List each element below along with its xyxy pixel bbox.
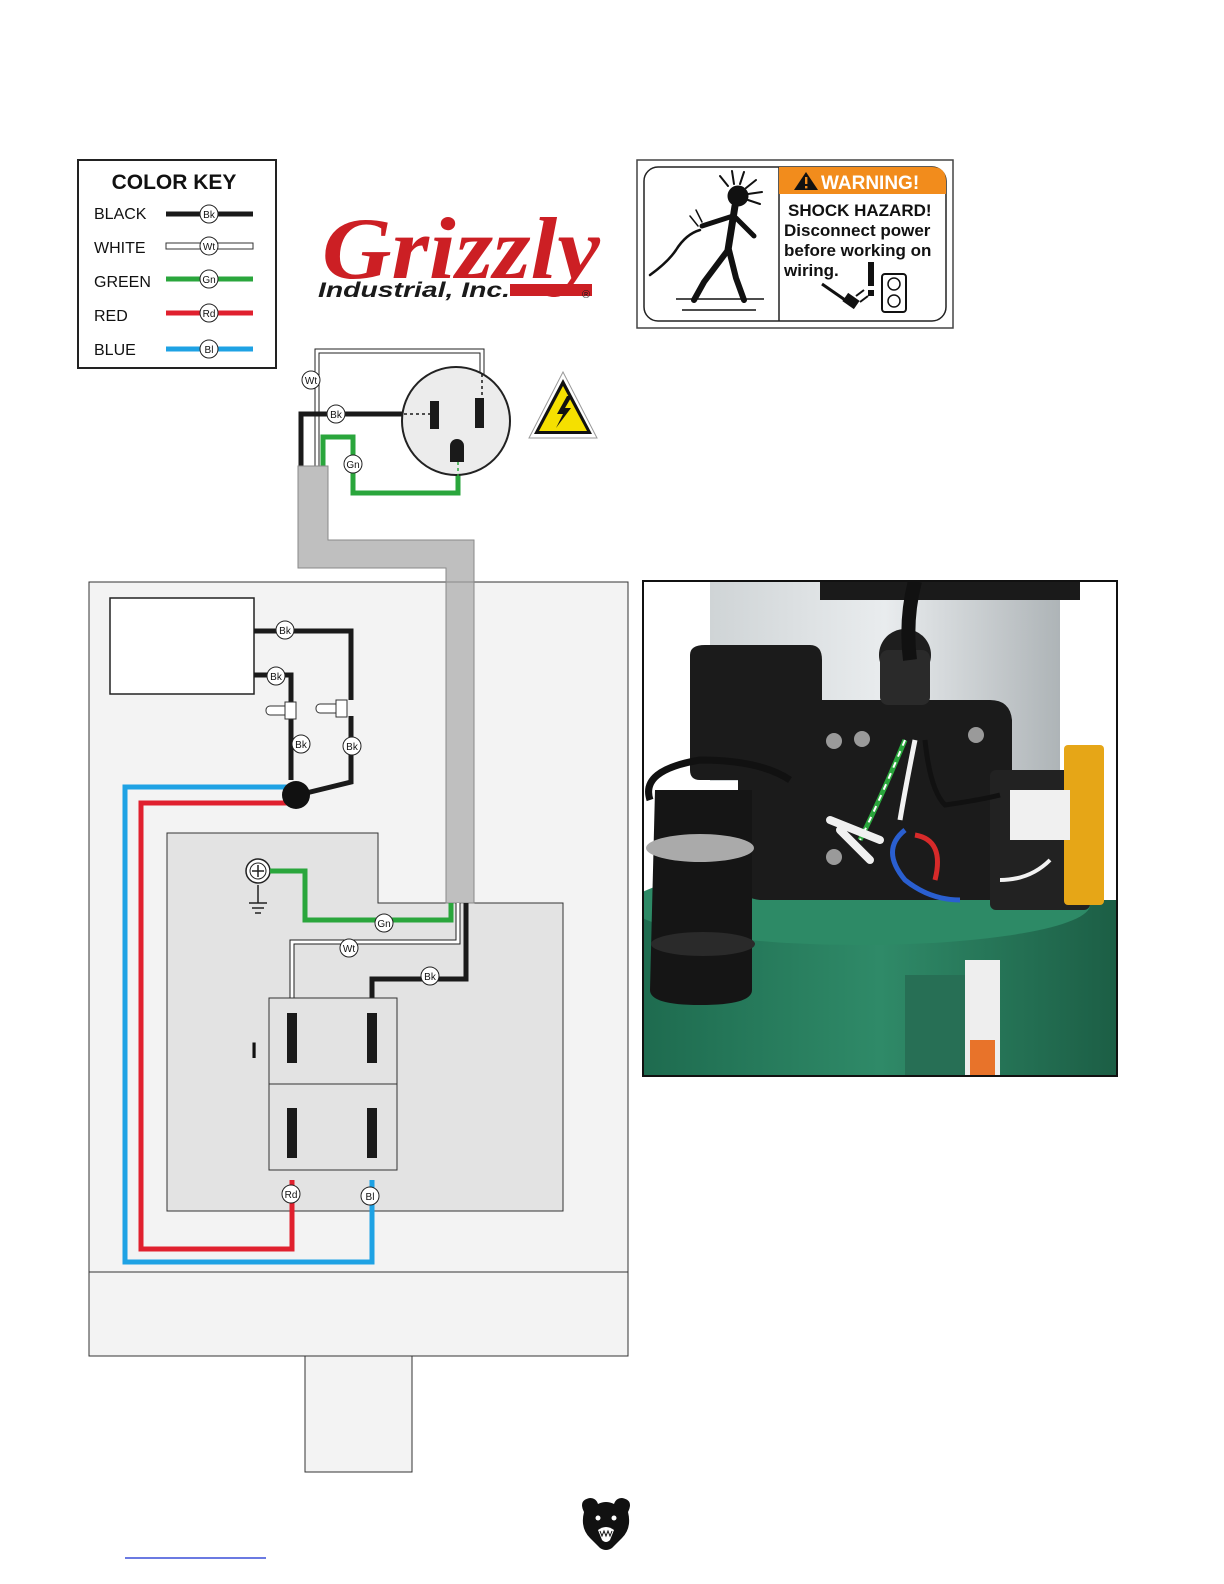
wire-tag: Gn — [202, 275, 215, 286]
switch-terminal — [367, 1013, 377, 1063]
motor-base-panel — [89, 1272, 628, 1356]
power-switch: I — [251, 998, 397, 1170]
wire-tag: Gn — [377, 919, 390, 930]
wire-tag: Bk — [424, 972, 437, 983]
exclamation-icon — [868, 262, 874, 296]
grizzly-bear-icon — [582, 1498, 630, 1550]
receptacle-slot-right — [475, 398, 484, 428]
switch-on-symbol: I — [251, 1038, 257, 1063]
switch-terminal — [287, 1013, 297, 1063]
receptacle-slot-left — [430, 401, 439, 429]
color-key-label: WHITE — [94, 240, 146, 257]
wire-tag: Wt — [203, 242, 215, 253]
wire-tag: Bl — [366, 1192, 375, 1203]
switch-terminal — [287, 1108, 297, 1158]
logo-subtitle: Industrial, Inc. — [318, 279, 510, 302]
wire-tag: Bk — [270, 672, 283, 683]
wire-tag: Rd — [285, 1190, 298, 1201]
warning-line-4: wiring. — [783, 261, 839, 280]
power-cord — [446, 582, 474, 903]
motor-shaft-block — [305, 1356, 412, 1472]
wire-tag: Bk — [330, 410, 343, 421]
wire-tag: Rd — [203, 309, 216, 320]
warning-line-2: Disconnect power — [784, 221, 931, 240]
wire-tag: Bl — [205, 345, 214, 356]
wiring-photo — [630, 577, 1117, 1077]
wall-outlet-icon — [882, 274, 906, 312]
switch-terminal — [367, 1108, 377, 1158]
warning-label: WARNING! SHOCK HAZARD! Disconnect power … — [637, 160, 953, 328]
color-key-label: BLUE — [94, 342, 136, 359]
warning-line-1: SHOCK HAZARD! — [788, 201, 932, 220]
wire-tag: Bk — [279, 626, 292, 637]
logo-registered-mark: ® — [582, 289, 590, 301]
wire-tag: Gn — [346, 460, 359, 471]
color-key-label: BLACK — [94, 206, 147, 223]
wire-tag: Bk — [203, 210, 216, 221]
logo-underline — [510, 284, 592, 296]
color-key-label: RED — [94, 308, 128, 325]
receptacle-ground-hole — [450, 439, 464, 462]
warning-header: WARNING! — [821, 173, 919, 194]
warning-line-3: before working on — [784, 241, 931, 260]
wire-tag: Bk — [295, 740, 308, 751]
color-key-title: COLOR KEY — [112, 171, 237, 194]
wire-junction — [282, 781, 310, 809]
color-key: COLOR KEY BLACK Bk WHITE Wt GREEN Gn RED… — [78, 160, 276, 368]
capacitor-box — [110, 598, 254, 694]
wire-tag: Bk — [346, 742, 359, 753]
wire-tag: Wt — [305, 376, 317, 387]
color-key-label: GREEN — [94, 274, 151, 291]
electric-hazard-icon — [529, 372, 597, 438]
grizzly-logo: Grizzly Industrial, Inc. ® — [318, 201, 601, 302]
receptacle-wiring: Wt Bk Gn — [301, 351, 510, 493]
wire-tag: Wt — [343, 944, 355, 955]
